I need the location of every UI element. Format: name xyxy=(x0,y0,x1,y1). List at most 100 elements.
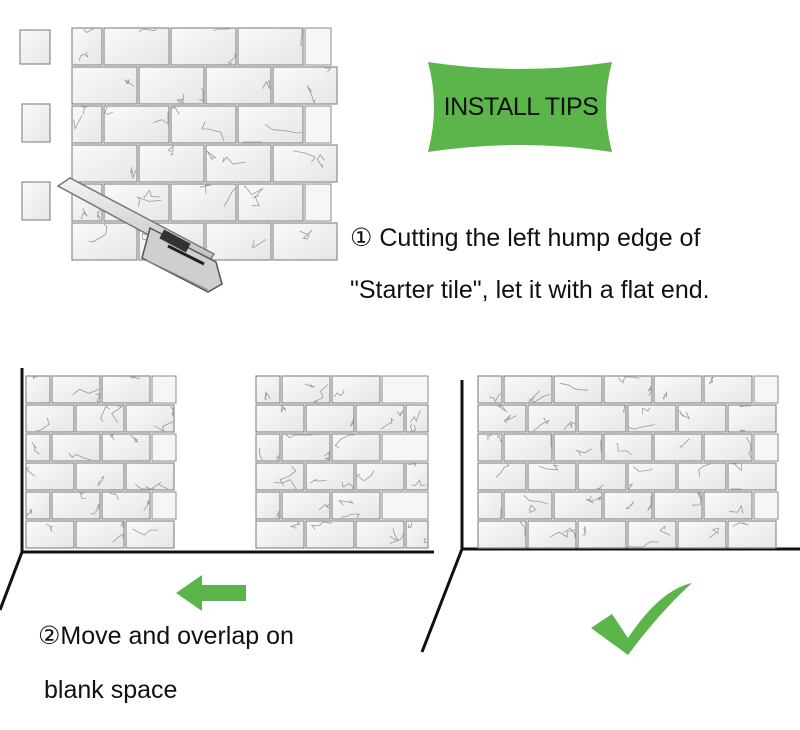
tile xyxy=(25,462,75,491)
marble-vein xyxy=(745,436,752,458)
marble-vein xyxy=(276,455,280,461)
tile-edge-strip xyxy=(753,433,779,462)
marble-vein xyxy=(135,483,155,490)
tile xyxy=(603,491,653,520)
tile xyxy=(355,462,405,491)
marble-vein xyxy=(538,464,559,471)
marble-vein xyxy=(300,29,303,47)
tile xyxy=(170,183,237,222)
marble-vein xyxy=(596,484,604,490)
install-tips-title: INSTALL TIPS xyxy=(443,92,599,121)
marble-vein xyxy=(227,54,236,65)
tile xyxy=(281,491,331,520)
marble-vein xyxy=(130,434,139,443)
tile xyxy=(237,105,304,144)
marble-vein xyxy=(263,398,267,401)
tile xyxy=(272,222,338,261)
tile xyxy=(331,491,381,520)
tile xyxy=(75,462,125,491)
tile xyxy=(553,491,603,520)
tile xyxy=(503,491,553,520)
top-tile-sheet xyxy=(19,27,338,261)
marble-vein xyxy=(79,491,86,499)
tile xyxy=(125,462,175,491)
marble-vein xyxy=(78,51,89,61)
tile-edge-strip xyxy=(151,375,177,404)
marble-vein xyxy=(36,417,50,432)
tile xyxy=(577,404,627,433)
tile xyxy=(305,404,355,433)
marble-vein xyxy=(82,28,94,33)
marble-vein xyxy=(575,448,592,456)
marble-vein xyxy=(341,513,360,519)
marble-vein xyxy=(423,538,428,544)
marble-vein xyxy=(698,463,711,477)
tile xyxy=(703,491,753,520)
marble-vein xyxy=(264,391,271,400)
tile xyxy=(71,222,138,261)
tile xyxy=(125,404,175,433)
tile xyxy=(331,375,381,404)
marble-vein xyxy=(411,479,426,487)
tile xyxy=(75,404,125,433)
tile xyxy=(653,375,703,404)
marble-vein xyxy=(407,522,413,528)
marble-vein xyxy=(251,239,267,249)
marble-vein xyxy=(590,496,602,502)
marble-vein xyxy=(324,67,332,73)
marble-vein xyxy=(310,521,332,530)
marble-vein xyxy=(729,504,744,515)
step-2-line-1: ②Move and overlap on xyxy=(38,622,294,650)
marble-vein xyxy=(632,466,653,472)
marble-vein xyxy=(279,466,297,487)
marble-vein xyxy=(350,417,354,427)
marble-vein xyxy=(585,495,594,504)
tile xyxy=(281,433,331,462)
tile xyxy=(405,520,429,549)
tile xyxy=(703,375,753,404)
marble-vein xyxy=(562,527,576,538)
marble-vein xyxy=(503,414,517,424)
tile xyxy=(553,433,603,462)
tile xyxy=(237,27,304,66)
marble-vein xyxy=(251,195,260,207)
marble-vein xyxy=(642,407,651,415)
tile xyxy=(71,144,138,183)
step-1-line-2: "Starter tile", let it with a flat end. xyxy=(350,276,710,304)
marble-vein xyxy=(25,467,36,477)
marble-vein xyxy=(112,533,124,543)
marble-vein xyxy=(144,481,168,490)
tile xyxy=(653,433,703,462)
marble-vein xyxy=(143,499,150,511)
marble-vein xyxy=(532,417,550,432)
tile xyxy=(477,520,527,549)
marble-vein xyxy=(356,470,375,482)
tile xyxy=(477,491,503,520)
tile xyxy=(255,375,281,404)
marble-vein xyxy=(691,492,702,506)
marble-vein xyxy=(120,520,124,528)
marble-vein xyxy=(528,390,541,403)
marble-vein xyxy=(662,391,668,400)
marble-vein xyxy=(679,438,690,448)
left-arrow-icon xyxy=(176,575,246,611)
marble-vein xyxy=(68,452,92,461)
marble-vein xyxy=(175,94,185,104)
tile xyxy=(125,520,175,549)
tile xyxy=(527,404,577,433)
tile-edge-strip xyxy=(151,491,177,520)
marble-vein xyxy=(621,404,626,413)
marble-vein xyxy=(80,208,88,220)
marble-vein xyxy=(281,405,287,413)
marble-vein xyxy=(244,184,264,196)
tile xyxy=(205,144,272,183)
marble-vein xyxy=(730,463,742,472)
marble-vein xyxy=(410,423,417,432)
marble-vein xyxy=(708,527,719,539)
marble-vein xyxy=(290,521,301,529)
tile xyxy=(103,27,170,66)
marble-vein xyxy=(198,87,204,103)
tile xyxy=(627,404,677,433)
tile xyxy=(51,491,101,520)
tile xyxy=(255,462,305,491)
